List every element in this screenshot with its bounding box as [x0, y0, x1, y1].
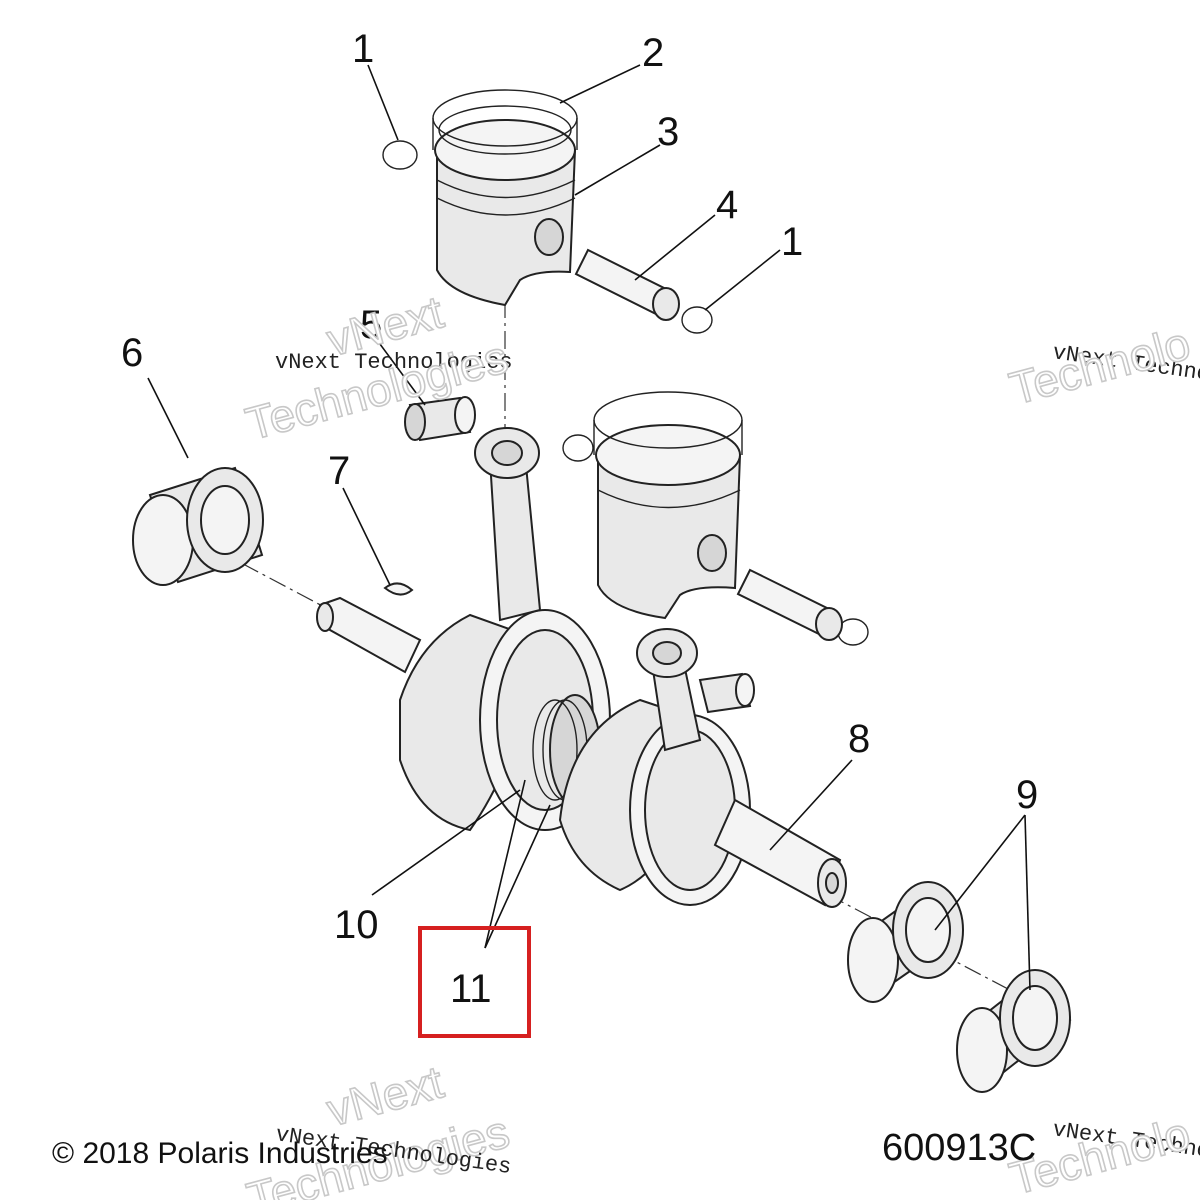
highlight-box [418, 926, 531, 1038]
callout-9: 9 [1016, 773, 1038, 817]
callout-6: 6 [121, 331, 143, 375]
callout-7: 7 [328, 449, 350, 493]
callout-2: 2 [642, 31, 664, 75]
needle-bearing-top [404, 396, 476, 442]
drawing-number: 600913C [882, 1127, 1036, 1169]
copyright-text: © 2018 Polaris Industries [52, 1137, 388, 1170]
callout-11: 11 [450, 967, 492, 1011]
watermark-small-1: vNext Technologies [275, 350, 513, 375]
crankshaft [316, 427, 847, 908]
main-bearing-left [132, 466, 264, 586]
leader-lines [147, 64, 1031, 991]
wrist-pin-right [736, 568, 843, 641]
callout-3: 3 [657, 110, 679, 154]
ring-clip-1 [382, 140, 418, 170]
watermark-big-3: Technolo [1004, 317, 1195, 415]
piston-right [593, 391, 743, 620]
watermark-top-center: vNext vNext Technologies Technologies [240, 285, 514, 451]
callout-10: 10 [334, 903, 379, 947]
main-bearing-right-b [956, 969, 1072, 1093]
callout-1: 1 [352, 27, 374, 71]
callout-4: 4 [716, 183, 738, 227]
callout-numbers: 1 2 3 4 1 5 6 7 8 9 10 11 [121, 27, 1038, 1011]
woodruff-key [383, 582, 414, 596]
callout-8: 8 [848, 717, 870, 761]
ring-clip-1b [681, 306, 713, 334]
wrist-pin-top [574, 248, 680, 321]
piston-top [432, 89, 578, 307]
callout-5: 5 [360, 303, 382, 347]
callout-1-b: 1 [781, 220, 803, 264]
main-bearing-right-a [847, 881, 964, 1003]
ring-clip-right [562, 434, 594, 462]
watermark-top-right: vNext Techno Technolo [1003, 316, 1200, 415]
watermark-bottom-center: vNext Technologies [241, 1055, 515, 1200]
